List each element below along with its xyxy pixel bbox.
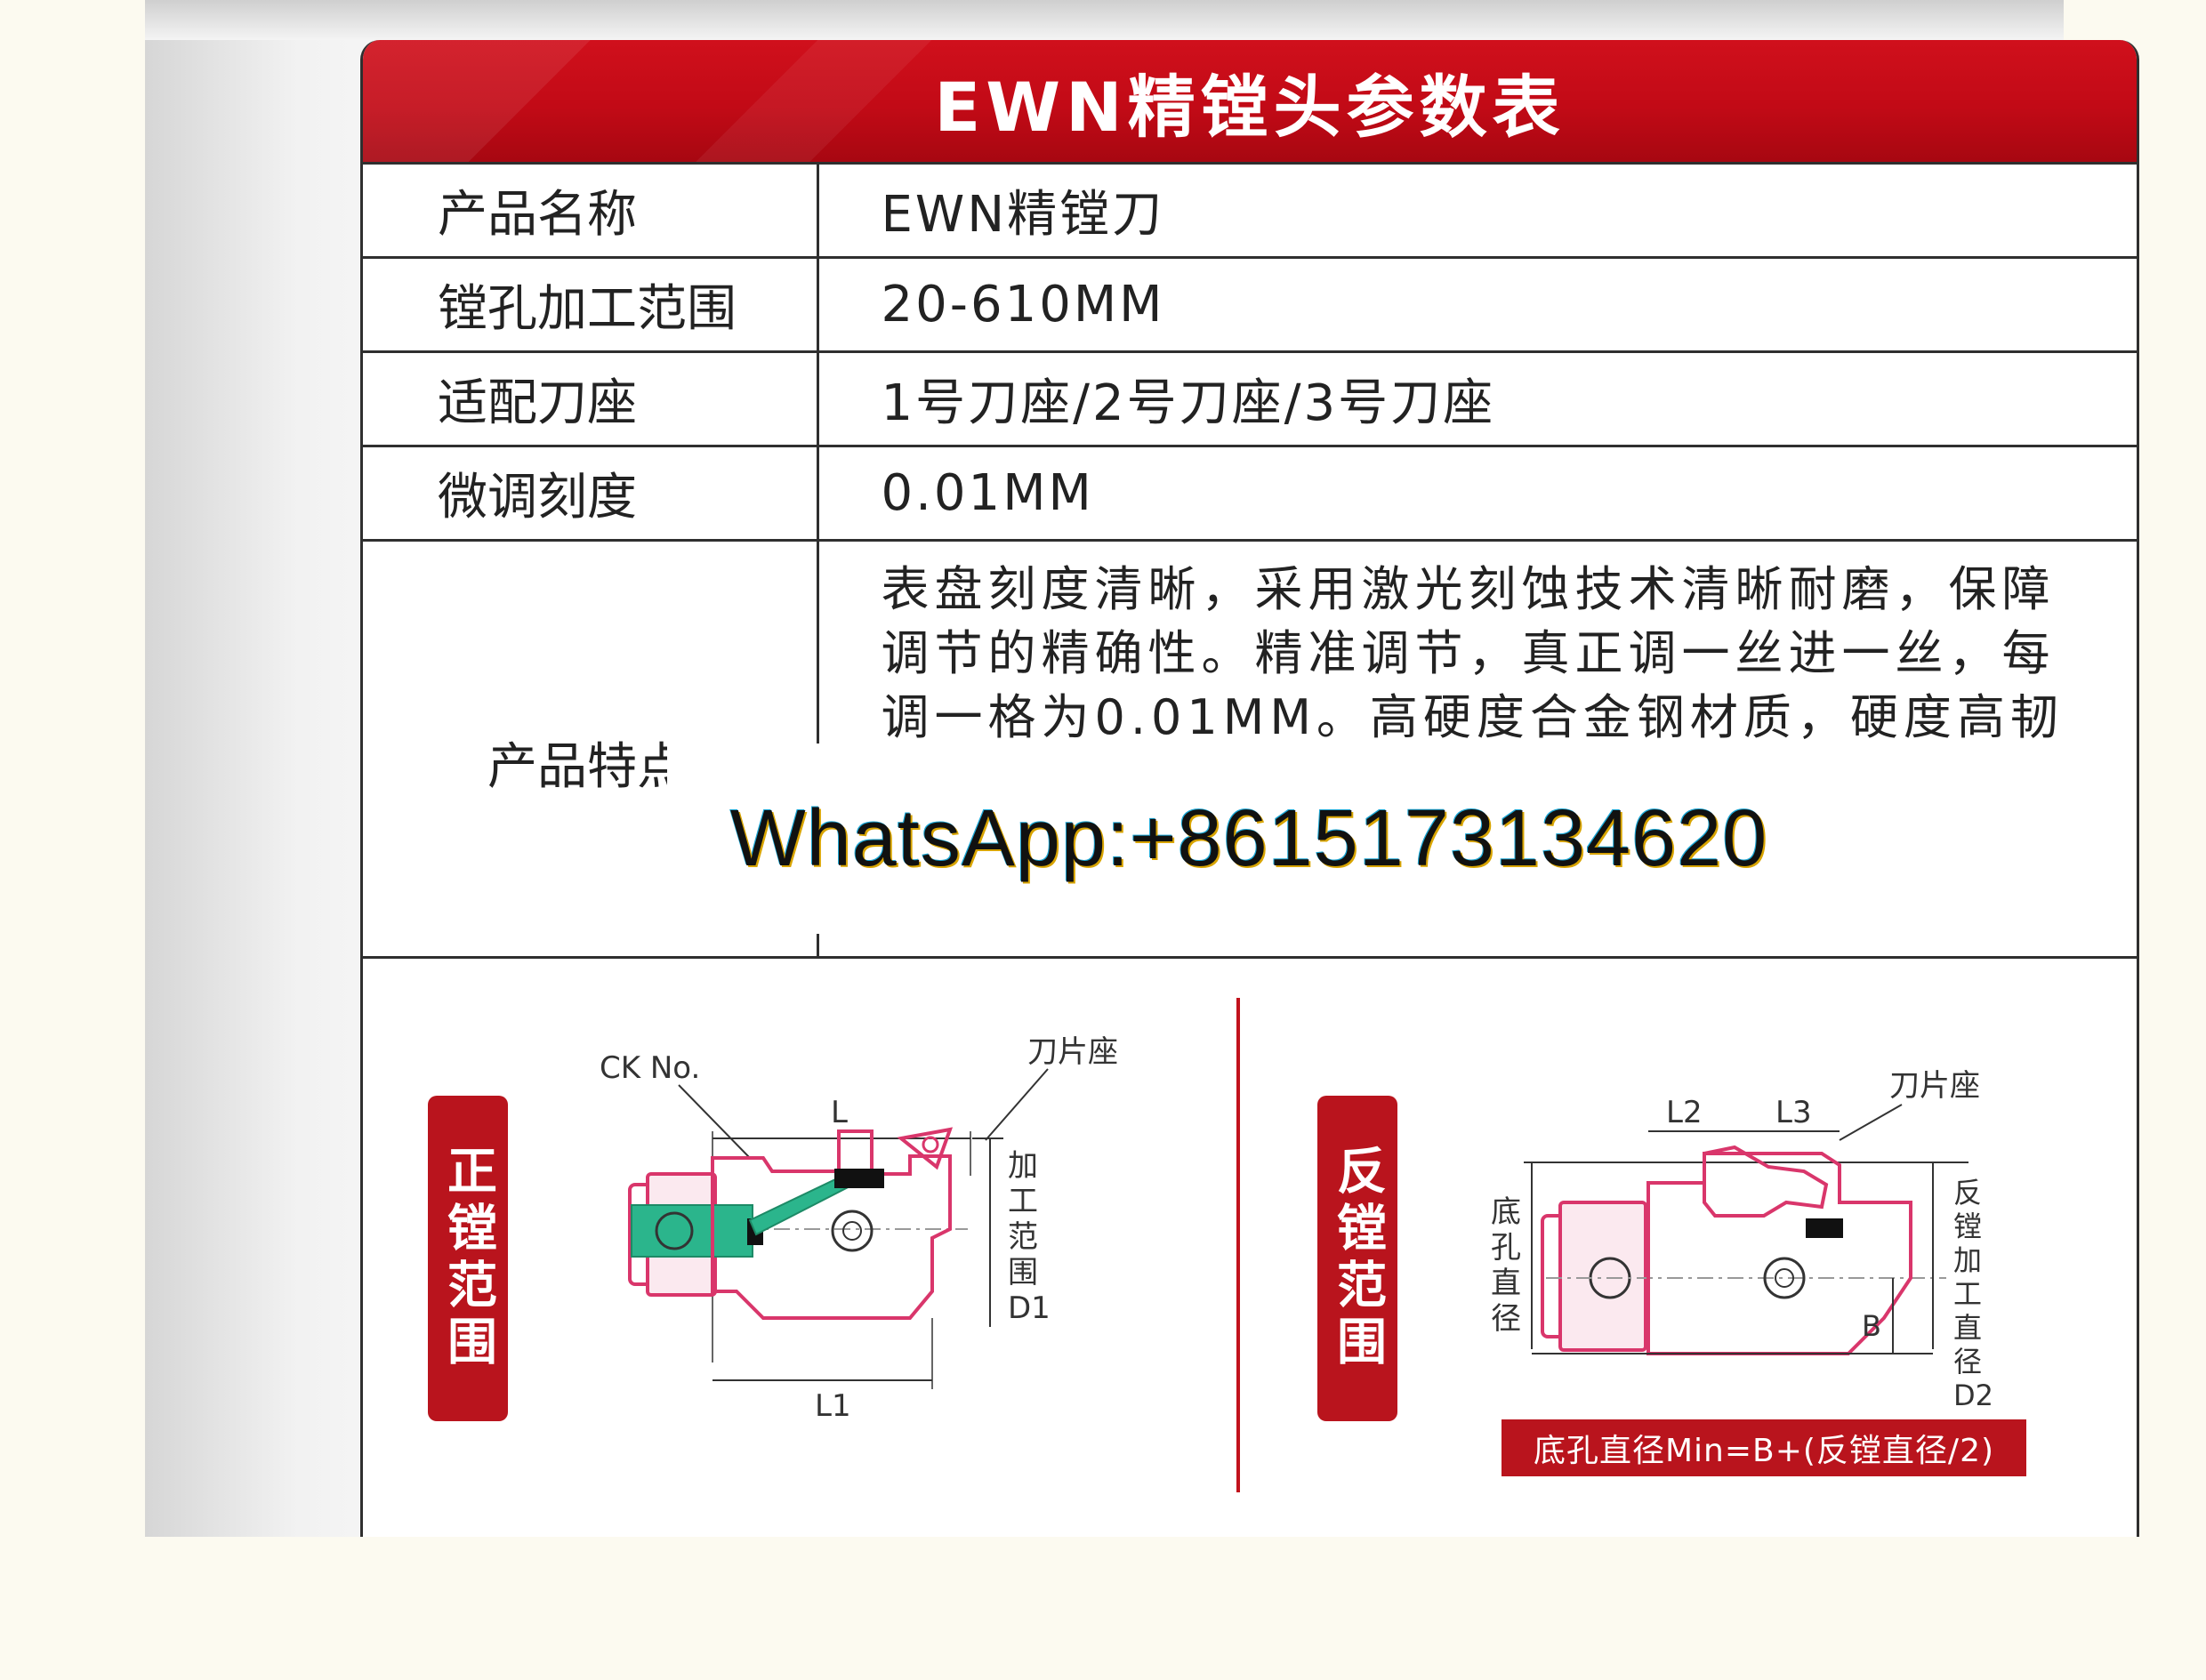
bottom-hole-diameter-text: 底孔直径	[1491, 1194, 1521, 1337]
length-l1-text: L1	[815, 1388, 851, 1424]
table-row: 微调刻度 0.01MM	[363, 445, 2137, 541]
ck-number-text: CK No.	[600, 1050, 700, 1086]
back-boring-diagram: L2 L3 刀片座 底孔直径	[1491, 1068, 1993, 1412]
table-row: 产品名称 EWN精镗刀	[363, 162, 2137, 258]
forward-boring-label: 正镗范围	[428, 1096, 508, 1421]
page-background: EWN精镗头参数表 产品名称 EWN精镗刀 镗孔加工范围 20-610MM 适配…	[145, 0, 2139, 1537]
row-key: 适配刀座	[363, 350, 819, 446]
min-bottom-hole-formula: 底孔直径Min=B+(反镗直径/2)	[1502, 1419, 2026, 1476]
table-row: 适配刀座 1号刀座/2号刀座/3号刀座	[363, 350, 2137, 446]
back-boring-label: 反镗范围	[1317, 1096, 1397, 1421]
table-row: 镗孔加工范围 20-610MM	[363, 256, 2137, 352]
row-key: 镗孔加工范围	[363, 256, 819, 352]
diagram-divider	[1236, 998, 1240, 1492]
contact-watermark: WhatsApp:+8615173134620	[667, 744, 1831, 934]
row-value: 20-610MM	[817, 256, 2137, 352]
row-value: 0.01MM	[817, 445, 2137, 541]
row-key: 微调刻度	[363, 445, 819, 541]
sheet-title: EWN精镗头参数表	[934, 67, 1566, 147]
length-l2-text: L2	[1666, 1095, 1703, 1130]
dimension-b-text: B	[1862, 1309, 1881, 1343]
length-l3-text: L3	[1775, 1095, 1812, 1130]
sheet-header: EWN精镗头参数表	[363, 40, 2137, 162]
insert-seat-text-left: 刀片座	[1027, 1034, 1118, 1070]
forward-boring-diagram: CK No. L 刀片座	[600, 1034, 1118, 1424]
whatsapp-contact-text: WhatsApp:+8615173134620	[729, 793, 1768, 883]
row-key: 产品名称	[363, 162, 819, 258]
row-value: 1号刀座/2号刀座/3号刀座	[817, 350, 2137, 446]
row-value: EWN精镗刀	[817, 162, 2137, 258]
insert-seat-text-right: 刀片座	[1889, 1068, 1980, 1104]
length-l-text: L	[831, 1095, 848, 1130]
diagram-area: 正镗范围 反镗范围 CK No. L 刀片座	[363, 953, 2137, 1537]
